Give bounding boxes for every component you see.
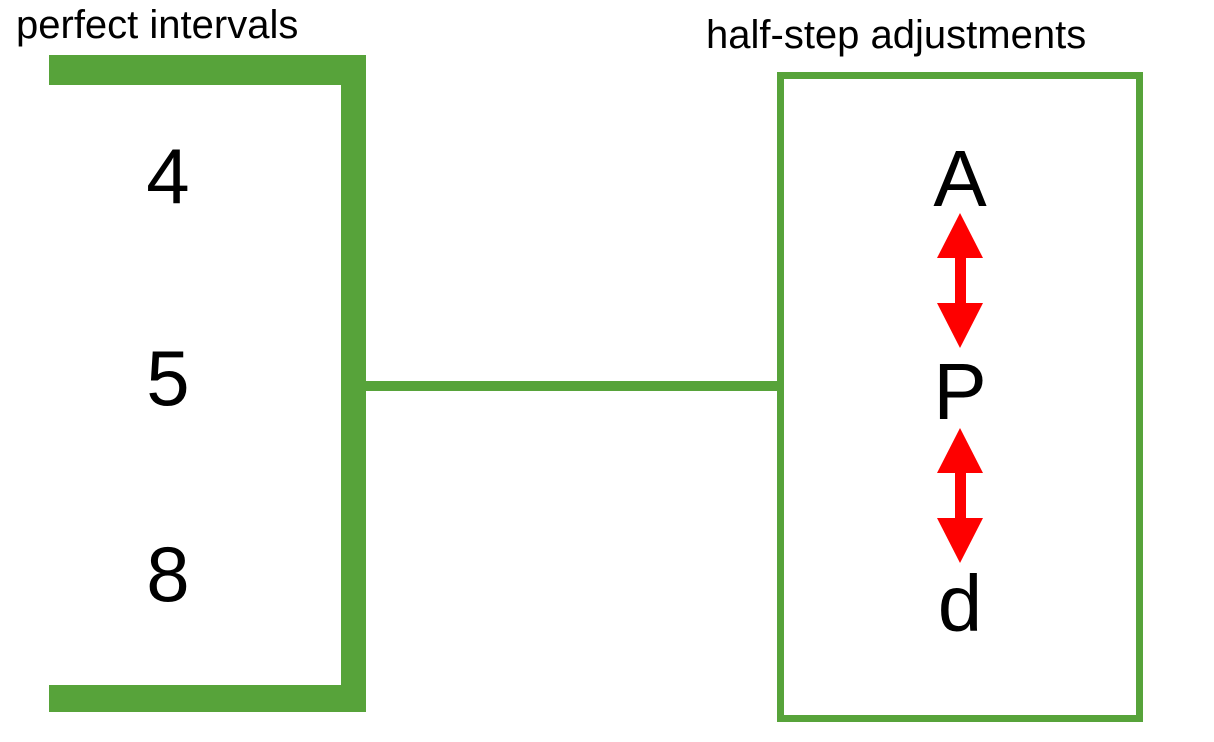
arrow-stem [954,473,966,518]
interval-number: 4 [146,132,190,220]
quality-letter-diminished: d [937,559,983,648]
interval-number: 8 [146,530,190,618]
half-step-adjustments-title: half-step adjustments [706,13,1087,57]
adjustments-box [777,72,1143,722]
double-arrow-icon [937,428,983,563]
quality-letter-augmented: A [933,134,987,223]
perfect-intervals-bracket [49,55,366,712]
double-arrow-icon [937,213,983,348]
perfect-intervals-title: perfect intervals [16,3,299,47]
interval-number: 5 [146,334,190,422]
arrow-stem [954,258,966,303]
arrow-up-head [937,213,983,258]
connector-line [365,381,779,391]
quality-letter-perfect: P [933,347,987,436]
arrow-down-head [937,518,983,563]
arrow-down-head [937,303,983,348]
arrow-up-head [937,428,983,473]
